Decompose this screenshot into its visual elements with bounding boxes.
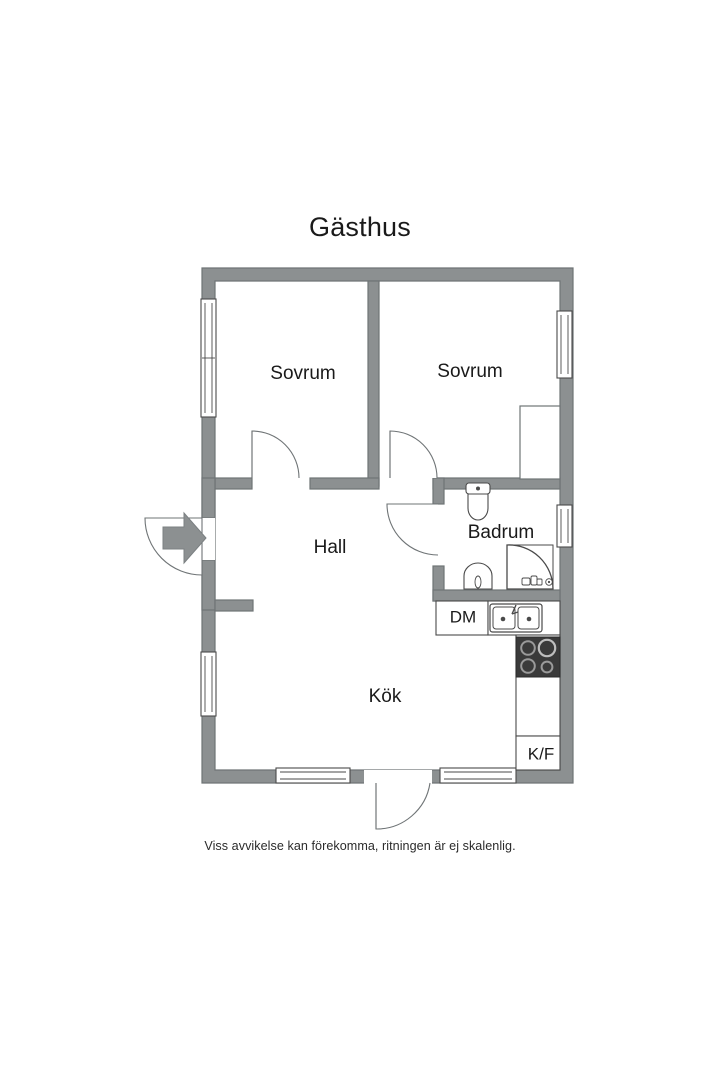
shower-icon bbox=[506, 544, 554, 590]
plan-disclaimer-caption: Viss avvikelse kan förekomma, ritningen … bbox=[204, 839, 516, 853]
wardrobe-closet bbox=[519, 405, 561, 480]
window-badrum bbox=[556, 504, 573, 548]
kitchen-sink-icon bbox=[489, 603, 543, 633]
partition-hall-badrum-top bbox=[432, 477, 445, 505]
wall-entrance-upper-stub bbox=[201, 477, 216, 519]
partition-bedroom-left-bottom-2 bbox=[309, 477, 380, 490]
window-kok-bottom-1 bbox=[275, 767, 351, 784]
wall-hall-kok-jog bbox=[214, 599, 254, 612]
stove-icon bbox=[515, 636, 561, 678]
partition-bedrooms bbox=[367, 280, 380, 487]
door-kok bbox=[375, 782, 431, 830]
kitchen-fixtures bbox=[435, 600, 561, 771]
partition-badrum-bottom bbox=[432, 589, 561, 602]
dishwasher-unit bbox=[435, 600, 489, 636]
room-label-badrum: Badrum bbox=[468, 522, 535, 543]
kitchen-door-opening bbox=[364, 770, 432, 784]
room-label-hall: Hall bbox=[314, 537, 347, 558]
door-sovrum-left bbox=[251, 430, 300, 479]
room-label-sovrum-right: Sovrum bbox=[437, 361, 502, 382]
appliance-label-dishwasher: DM bbox=[450, 607, 476, 626]
appliance-label-fridge: K/F bbox=[528, 744, 554, 763]
room-label-sovrum-left: Sovrum bbox=[270, 363, 335, 384]
doors-group bbox=[144, 430, 439, 830]
partition-bedroom-right-bottom bbox=[432, 477, 561, 490]
room-labels-group: Sovrum Sovrum Hall Badrum Kök bbox=[270, 361, 534, 707]
door-sovrum-right bbox=[389, 430, 438, 479]
page-title: Gästhus bbox=[309, 212, 411, 242]
windows-group bbox=[200, 298, 573, 784]
wall-entrance-lower-stub bbox=[201, 559, 216, 611]
window-sovrum-right bbox=[556, 310, 573, 379]
wash-basin-icon bbox=[463, 562, 493, 590]
fridge-freezer-unit bbox=[515, 735, 561, 771]
toilet-icon bbox=[465, 482, 491, 521]
window-kok-bottom-2 bbox=[439, 767, 517, 784]
window-kok-left bbox=[200, 651, 217, 717]
window-sovrum-left bbox=[200, 298, 217, 418]
bathroom-fixtures bbox=[463, 482, 554, 590]
room-label-kok: Kök bbox=[369, 686, 402, 707]
entrance-opening bbox=[202, 518, 215, 560]
partition-bedroom-left-bottom bbox=[214, 477, 253, 490]
entrance-direction-arrow bbox=[162, 511, 207, 565]
door-badrum bbox=[386, 503, 439, 556]
appliance-labels-group: DM K/F bbox=[450, 607, 554, 763]
